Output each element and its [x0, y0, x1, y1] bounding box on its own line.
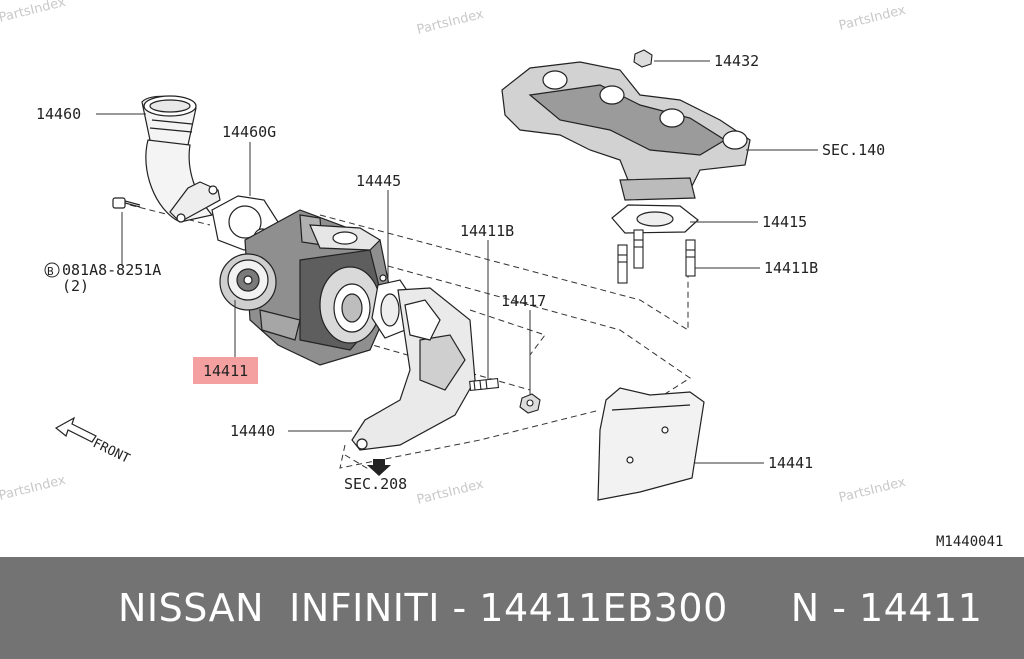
- footer-bar: [0, 557, 1024, 659]
- label-bolt-code: 081A8-8251A: [62, 261, 161, 279]
- footer-spacer: [728, 586, 791, 630]
- label-14432: 14432: [714, 52, 759, 70]
- label-14441: 14441: [768, 454, 813, 472]
- label-sec208: SEC.208: [344, 475, 407, 493]
- part-14415-gasket: [611, 204, 699, 234]
- label-14415: 14415: [762, 213, 807, 231]
- footer-reference: N - 14411: [790, 586, 983, 630]
- part-14441-heat-shield: [597, 387, 705, 501]
- exploded-parts-diagram: PartsIndex PartsIndex PartsIndex PartsIn…: [0, 0, 1004, 550]
- part-14432-nut: [633, 49, 653, 68]
- down-arrow-icon: [367, 459, 391, 476]
- part-14411b-studs-right: [617, 229, 696, 284]
- part-14440-bracket: [351, 287, 476, 451]
- bolt-circle-marker: [44, 262, 60, 278]
- exhaust-manifold-sec140: [501, 61, 751, 201]
- label-14417: 14417: [501, 292, 546, 310]
- label-14411b-top: 14411B: [460, 222, 514, 240]
- part-14460-inlet-hose: [141, 95, 221, 223]
- front-arrow-icon: [54, 416, 97, 443]
- label-14460g: 14460G: [222, 123, 276, 141]
- footer-caption: NISSAN INFINITI - 14411EB300 N - 14411: [118, 586, 982, 630]
- footer-part-number: NISSAN INFINITI - 14411EB300: [118, 586, 728, 630]
- highlight-14411: [193, 357, 258, 384]
- part-14411-turbocharger: [219, 209, 393, 366]
- part-14411b-stud-middle: [469, 377, 500, 392]
- label-14440: 14440: [230, 422, 275, 440]
- bolt-081a8-8251a: [112, 197, 141, 209]
- label-sec140: SEC.140: [822, 141, 885, 159]
- leader-lines: [96, 60, 818, 464]
- label-14411b-right: 14411B: [764, 259, 818, 277]
- label-14445: 14445: [356, 172, 401, 190]
- part-14417-nut: [519, 393, 541, 414]
- label-bolt-circle: B: [47, 265, 54, 278]
- label-bolt-qty: (2): [62, 277, 89, 295]
- label-diagram-code: M1440041: [936, 534, 1003, 550]
- part-labels: 14460 14460G 14445 14411B 14432 SEC.140 …: [36, 52, 1003, 550]
- label-14411: 14411: [203, 362, 248, 380]
- label-14460: 14460: [36, 105, 81, 123]
